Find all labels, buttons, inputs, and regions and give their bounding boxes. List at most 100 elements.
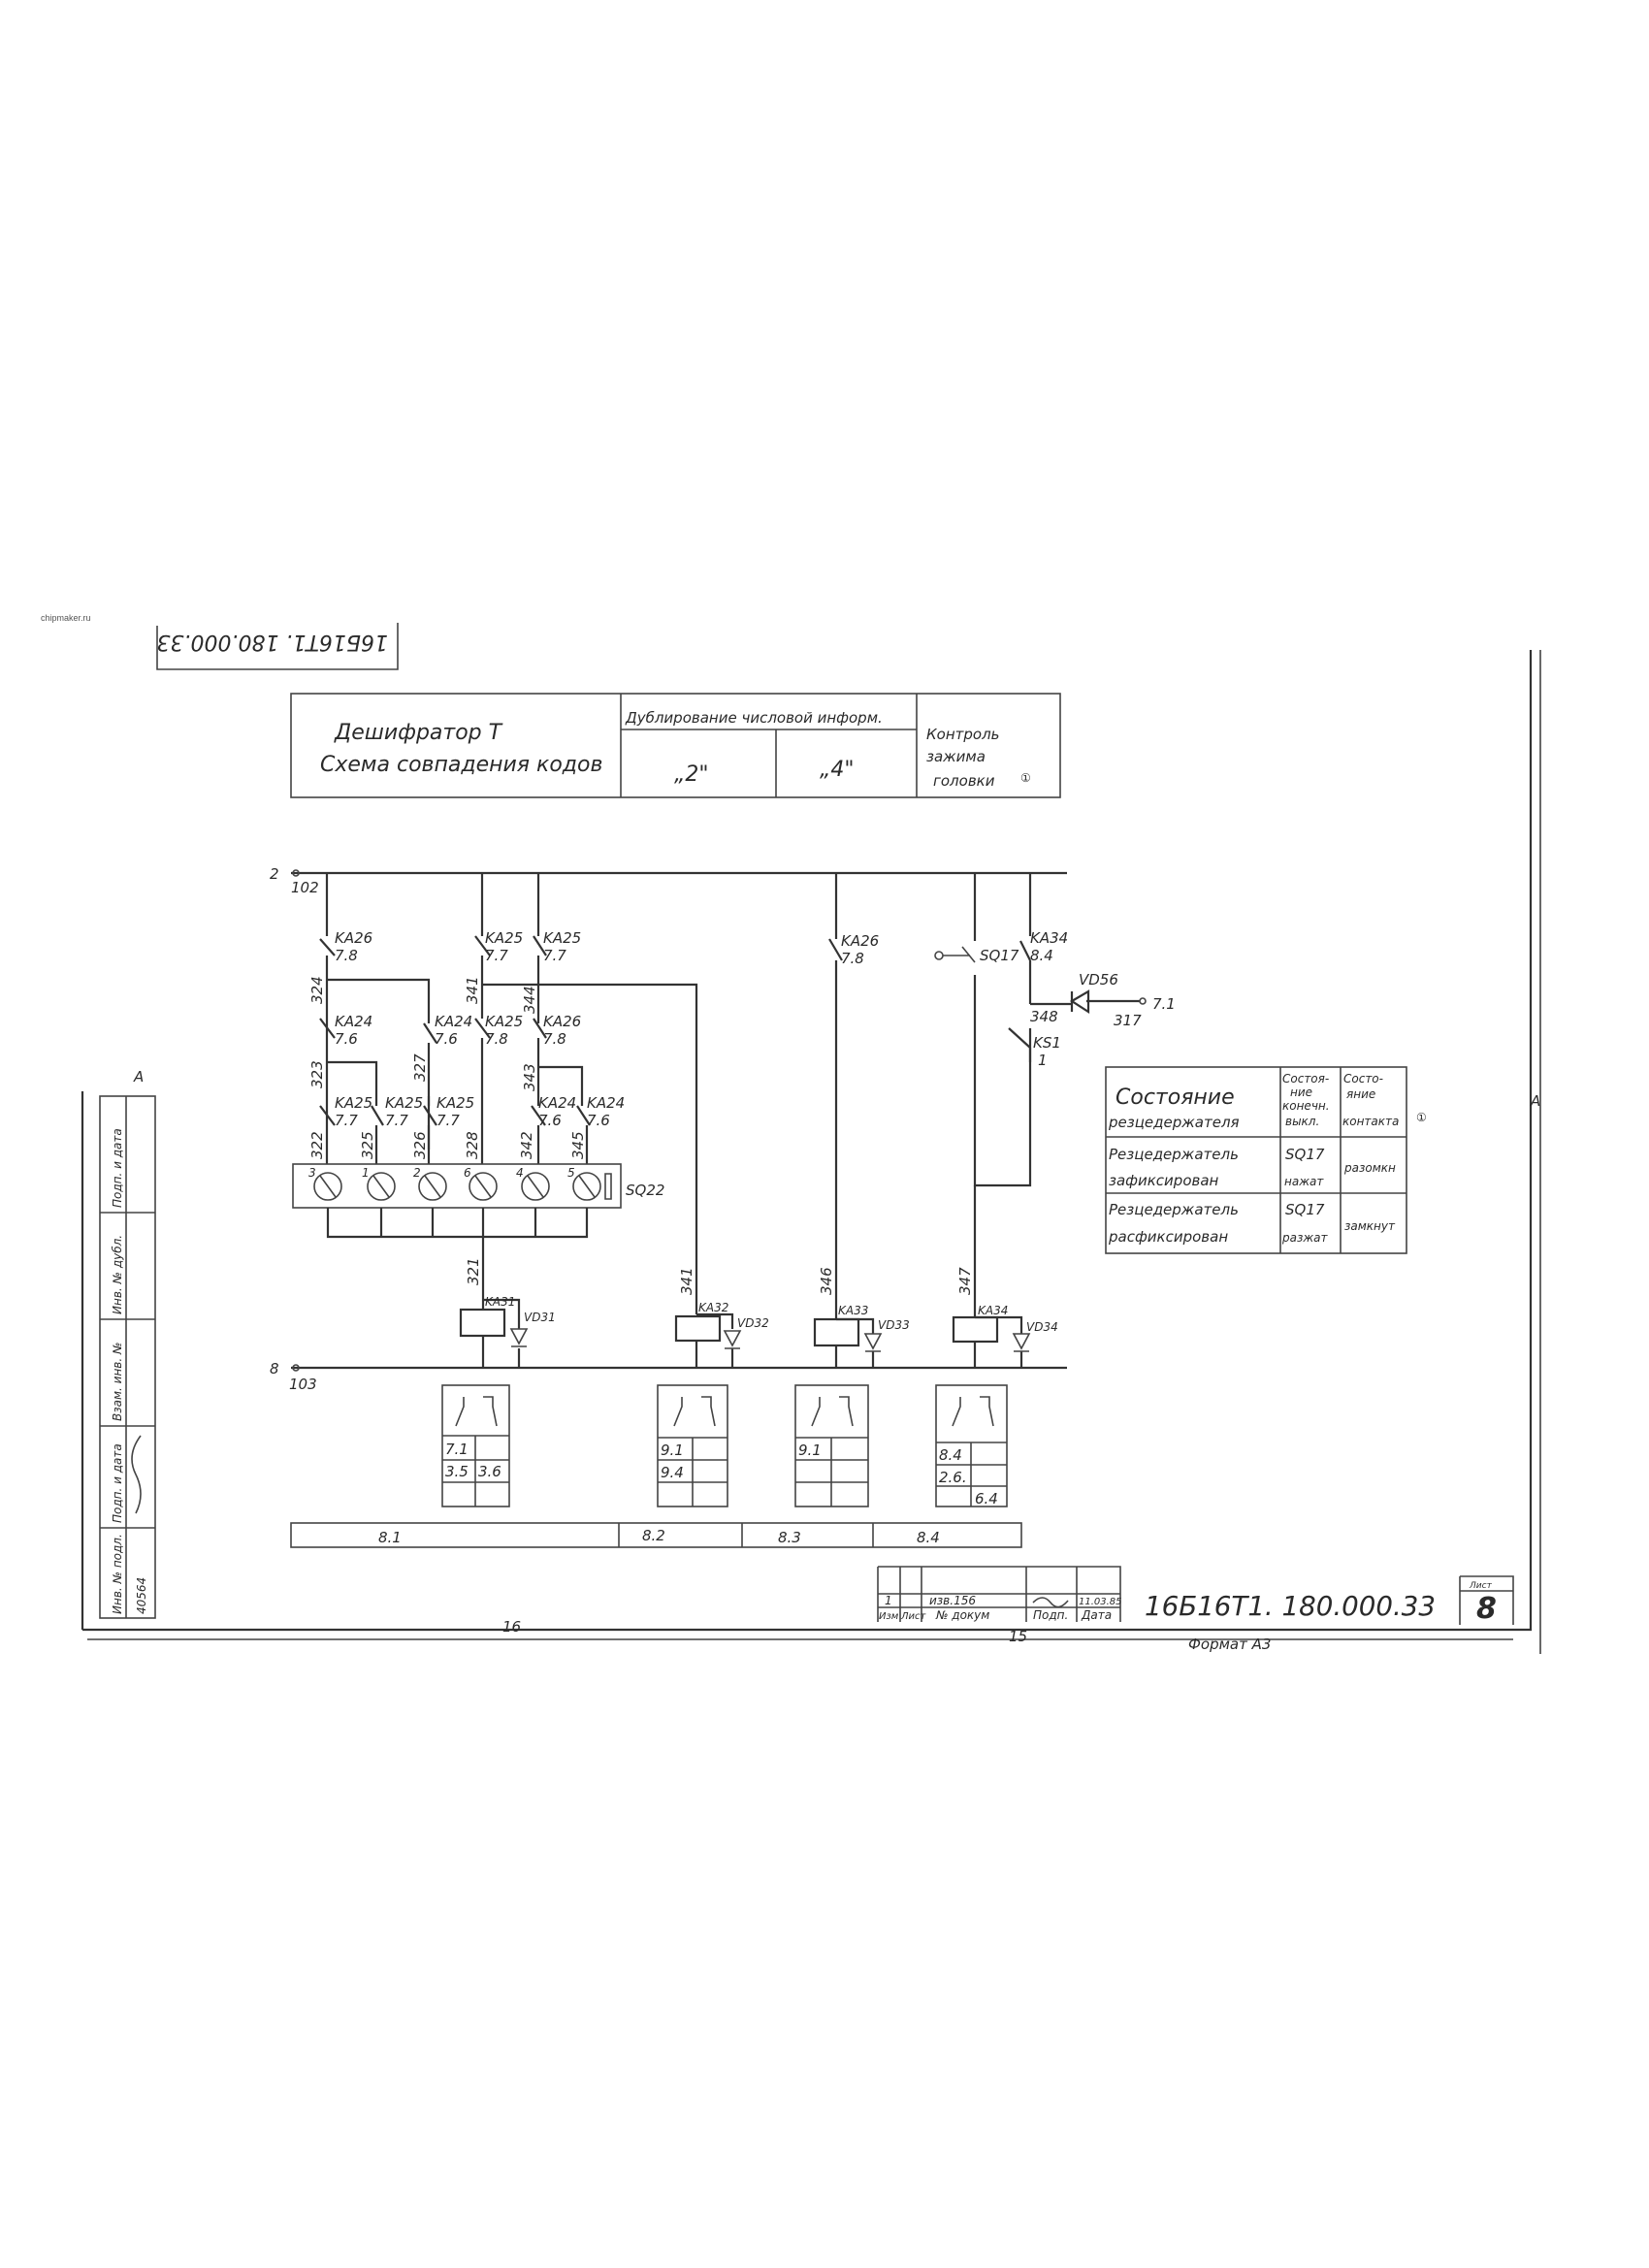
zone-band: 8.1 8.2 8.3 8.4 [378, 1527, 940, 1546]
relay-coil-label: KA31 [485, 1295, 515, 1309]
drawing-frame [81, 650, 1541, 1654]
contact-ref: 7.8 [485, 1030, 508, 1048]
contact-name: KA25 [543, 929, 581, 947]
wire-number: 325 [359, 1131, 376, 1159]
sheet-number: 8 [1476, 1592, 1497, 1626]
side-stamp: Инв. № подл. Подп. и дата Взам. инв. № И… [99, 1095, 156, 1619]
switch-header: Состоя- [1282, 1072, 1329, 1085]
relay-diode-label: VD34 [1026, 1320, 1058, 1334]
state-row-switch: нажат [1284, 1175, 1324, 1188]
contact-name: KA25 [485, 929, 523, 947]
limit-switch-label: SQ17 [980, 947, 1019, 964]
contact-ref: 1 [1038, 1052, 1048, 1069]
power-buses: 2 102 8 103 [270, 865, 1067, 1393]
wire-number: 322 [308, 1131, 326, 1159]
wire-number: 343 [521, 1063, 538, 1091]
zone-label: 8.1 [378, 1529, 402, 1546]
box-ref: 9.1 [661, 1442, 684, 1459]
bus-bottom-num: 8 [270, 1360, 279, 1377]
watermark: chipmaker.ru [41, 613, 91, 623]
header-title-line2: Схема совпадения кодов [320, 753, 602, 777]
contact-ref: 7.6 [435, 1030, 458, 1048]
col-header: Дата [1081, 1608, 1112, 1622]
state-row-switch: разжат [1281, 1231, 1329, 1245]
box-ref: 9.4 [661, 1464, 684, 1481]
wire-number: 345 [569, 1131, 587, 1159]
wire-number: 323 [308, 1060, 326, 1088]
box-ref: 8.4 [939, 1446, 962, 1464]
col-header: Подп. [1033, 1608, 1068, 1622]
sheet-label: Лист [1469, 1581, 1493, 1591]
rev-doc: изв.156 [929, 1594, 976, 1607]
wire-number: 342 [518, 1131, 535, 1159]
wire-number: 344 [521, 986, 538, 1014]
col-header: Изм [879, 1611, 899, 1622]
zone-mark-left: A [133, 1068, 144, 1085]
control-line2: зажима [926, 748, 986, 765]
zone-label: 8.2 [642, 1527, 665, 1544]
side-stamp-label: Подп. и дата [111, 1443, 124, 1523]
state-row-switch: SQ17 [1285, 1201, 1325, 1218]
side-stamp-label: Подп. и дата [111, 1128, 124, 1208]
switch-position: 2 [413, 1166, 421, 1180]
contact-name: KA24 [435, 1013, 472, 1030]
top-stamp: 16Б16Т1. 180.000.33 [156, 623, 399, 670]
num-left: 16 [502, 1618, 521, 1636]
switch-position: 6 [464, 1166, 471, 1180]
box-ref: 3.5 [445, 1463, 469, 1480]
wire-number: 327 [411, 1053, 429, 1082]
contact-header: Состо- [1343, 1072, 1383, 1085]
side-stamp-signature [131, 1435, 142, 1514]
switch-position: 5 [567, 1166, 575, 1180]
switch-position: 1 [362, 1166, 370, 1180]
wire-number: 328 [464, 1131, 481, 1159]
contact-name: KA24 [587, 1094, 625, 1112]
contact-ref: 7.6 [587, 1112, 610, 1129]
switch-position: 4 [516, 1166, 524, 1180]
contact-name: KA34 [1030, 929, 1068, 947]
switch-position: 3 [308, 1166, 316, 1180]
col-header: № докум [935, 1608, 989, 1622]
box-ref: 7.1 [445, 1441, 469, 1458]
contact-header: контакта [1342, 1115, 1399, 1128]
num-right: 15 [1009, 1628, 1027, 1645]
bus-bottom-wire: 103 [289, 1376, 317, 1393]
title-block: 1 изв.156 11.03.85 Изм Лист № докум Подп… [502, 1566, 1514, 1653]
wire-number: 341 [678, 1267, 695, 1295]
contact-name: KA24 [335, 1013, 372, 1030]
contact-ref: 7.7 [436, 1112, 460, 1129]
box-ref: 3.6 [478, 1463, 501, 1480]
contact-name: KS1 [1033, 1034, 1061, 1052]
contact-name: KA25 [436, 1094, 474, 1112]
node-348-label: 348 [1030, 1008, 1058, 1025]
relay-diode-label: VD32 [737, 1316, 769, 1330]
col-header: Лист [900, 1611, 927, 1622]
relay-diode-label: VD33 [878, 1318, 910, 1332]
diode-vd56-label: VD56 [1079, 971, 1118, 988]
contact-name: KA24 [538, 1094, 576, 1112]
bus-top-num: 2 [270, 865, 279, 883]
state-header: Состояние [1116, 1085, 1235, 1110]
state-row-contact: замкнут [1344, 1219, 1396, 1233]
ref-7-1-label: 7.1 [1152, 995, 1176, 1013]
zone-label: 8.3 [778, 1529, 801, 1546]
wire-number: 321 [465, 1257, 482, 1285]
contact-name: KA25 [385, 1094, 423, 1112]
contact-ref: 7.8 [543, 1030, 566, 1048]
box-ref: 6.4 [975, 1490, 998, 1507]
wire-number: 341 [464, 976, 481, 1004]
state-row-state: Резцедержатель [1109, 1146, 1239, 1163]
contact-header: яние [1346, 1087, 1375, 1101]
switch-header: конечн. [1282, 1099, 1330, 1113]
wire-number: 346 [818, 1267, 835, 1295]
wire-number: 326 [411, 1131, 429, 1159]
state-table: Состояние резцедержателя Состоя- ние кон… [1105, 1066, 1427, 1254]
side-stamp-label: Взам. инв. № [111, 1343, 124, 1421]
header-table: Дешифратор Т Схема совпадения кодов Дубл… [290, 693, 1061, 798]
control-line3: головки [933, 772, 995, 790]
contact-name: KA26 [841, 932, 879, 950]
state-row-contact: разомкн [1343, 1161, 1396, 1175]
col-2-label: „2" [674, 762, 709, 787]
state-header: резцедержателя [1108, 1114, 1240, 1131]
